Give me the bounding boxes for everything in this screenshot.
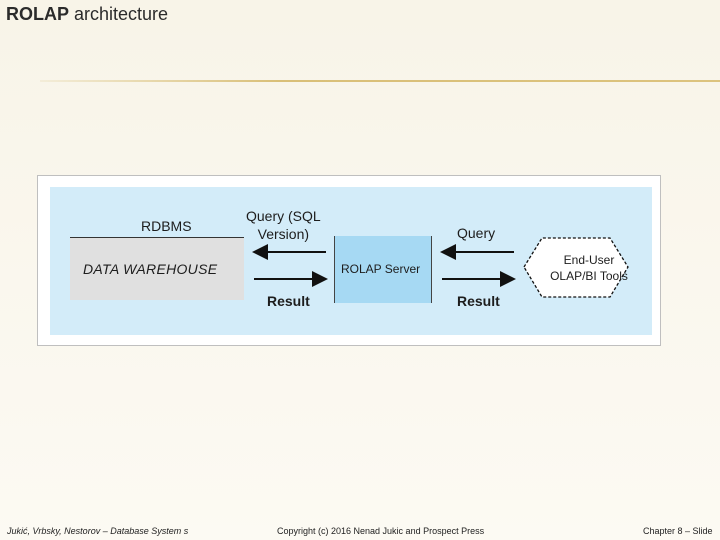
- diagram-arrows: [252, 237, 629, 298]
- data-warehouse-box: [70, 238, 244, 300]
- diagram-panel: RDBMS DATA WAREHOUSE Query (SQL Version)…: [50, 187, 652, 335]
- end-user-label: End-User OLAP/BI Tools: [550, 252, 628, 284]
- data-warehouse-label: DATA WAREHOUSE: [83, 261, 218, 277]
- rolap-server-box: [334, 236, 432, 303]
- footer-chapter: Chapter 8 – Slide: [643, 526, 713, 536]
- footer-copyright: Copyright (c) 2016 Nenad Jukic and Prosp…: [277, 526, 485, 536]
- end-user-line1: End-User: [563, 253, 615, 267]
- rolap-server-label: ROLAP Server: [341, 262, 421, 276]
- slide-title-bold: ROLAP: [6, 4, 69, 24]
- slide-title: ROLAP architecture: [6, 4, 168, 25]
- query-sql-label: Query (SQL Version): [246, 207, 321, 243]
- query-right-label: Query: [457, 225, 496, 241]
- query-sql-line2: Version): [257, 226, 310, 242]
- query-sql-line1: Query (SQL: [246, 208, 321, 224]
- result-right-label: Result: [457, 293, 500, 309]
- end-user-line2: OLAP/BI Tools: [550, 269, 628, 283]
- result-left-label: Result: [267, 293, 310, 309]
- footer-authors: Jukić, Vrbsky, Nestorov – Database Syste…: [7, 526, 189, 536]
- rdbms-divider: [70, 237, 244, 238]
- end-user-hexagon: [523, 237, 629, 298]
- rolap-architecture-figure: RDBMS DATA WAREHOUSE Query (SQL Version)…: [37, 175, 661, 346]
- slide-title-rest: architecture: [69, 4, 169, 24]
- rdbms-label: RDBMS: [141, 218, 192, 234]
- title-underline: [40, 80, 720, 82]
